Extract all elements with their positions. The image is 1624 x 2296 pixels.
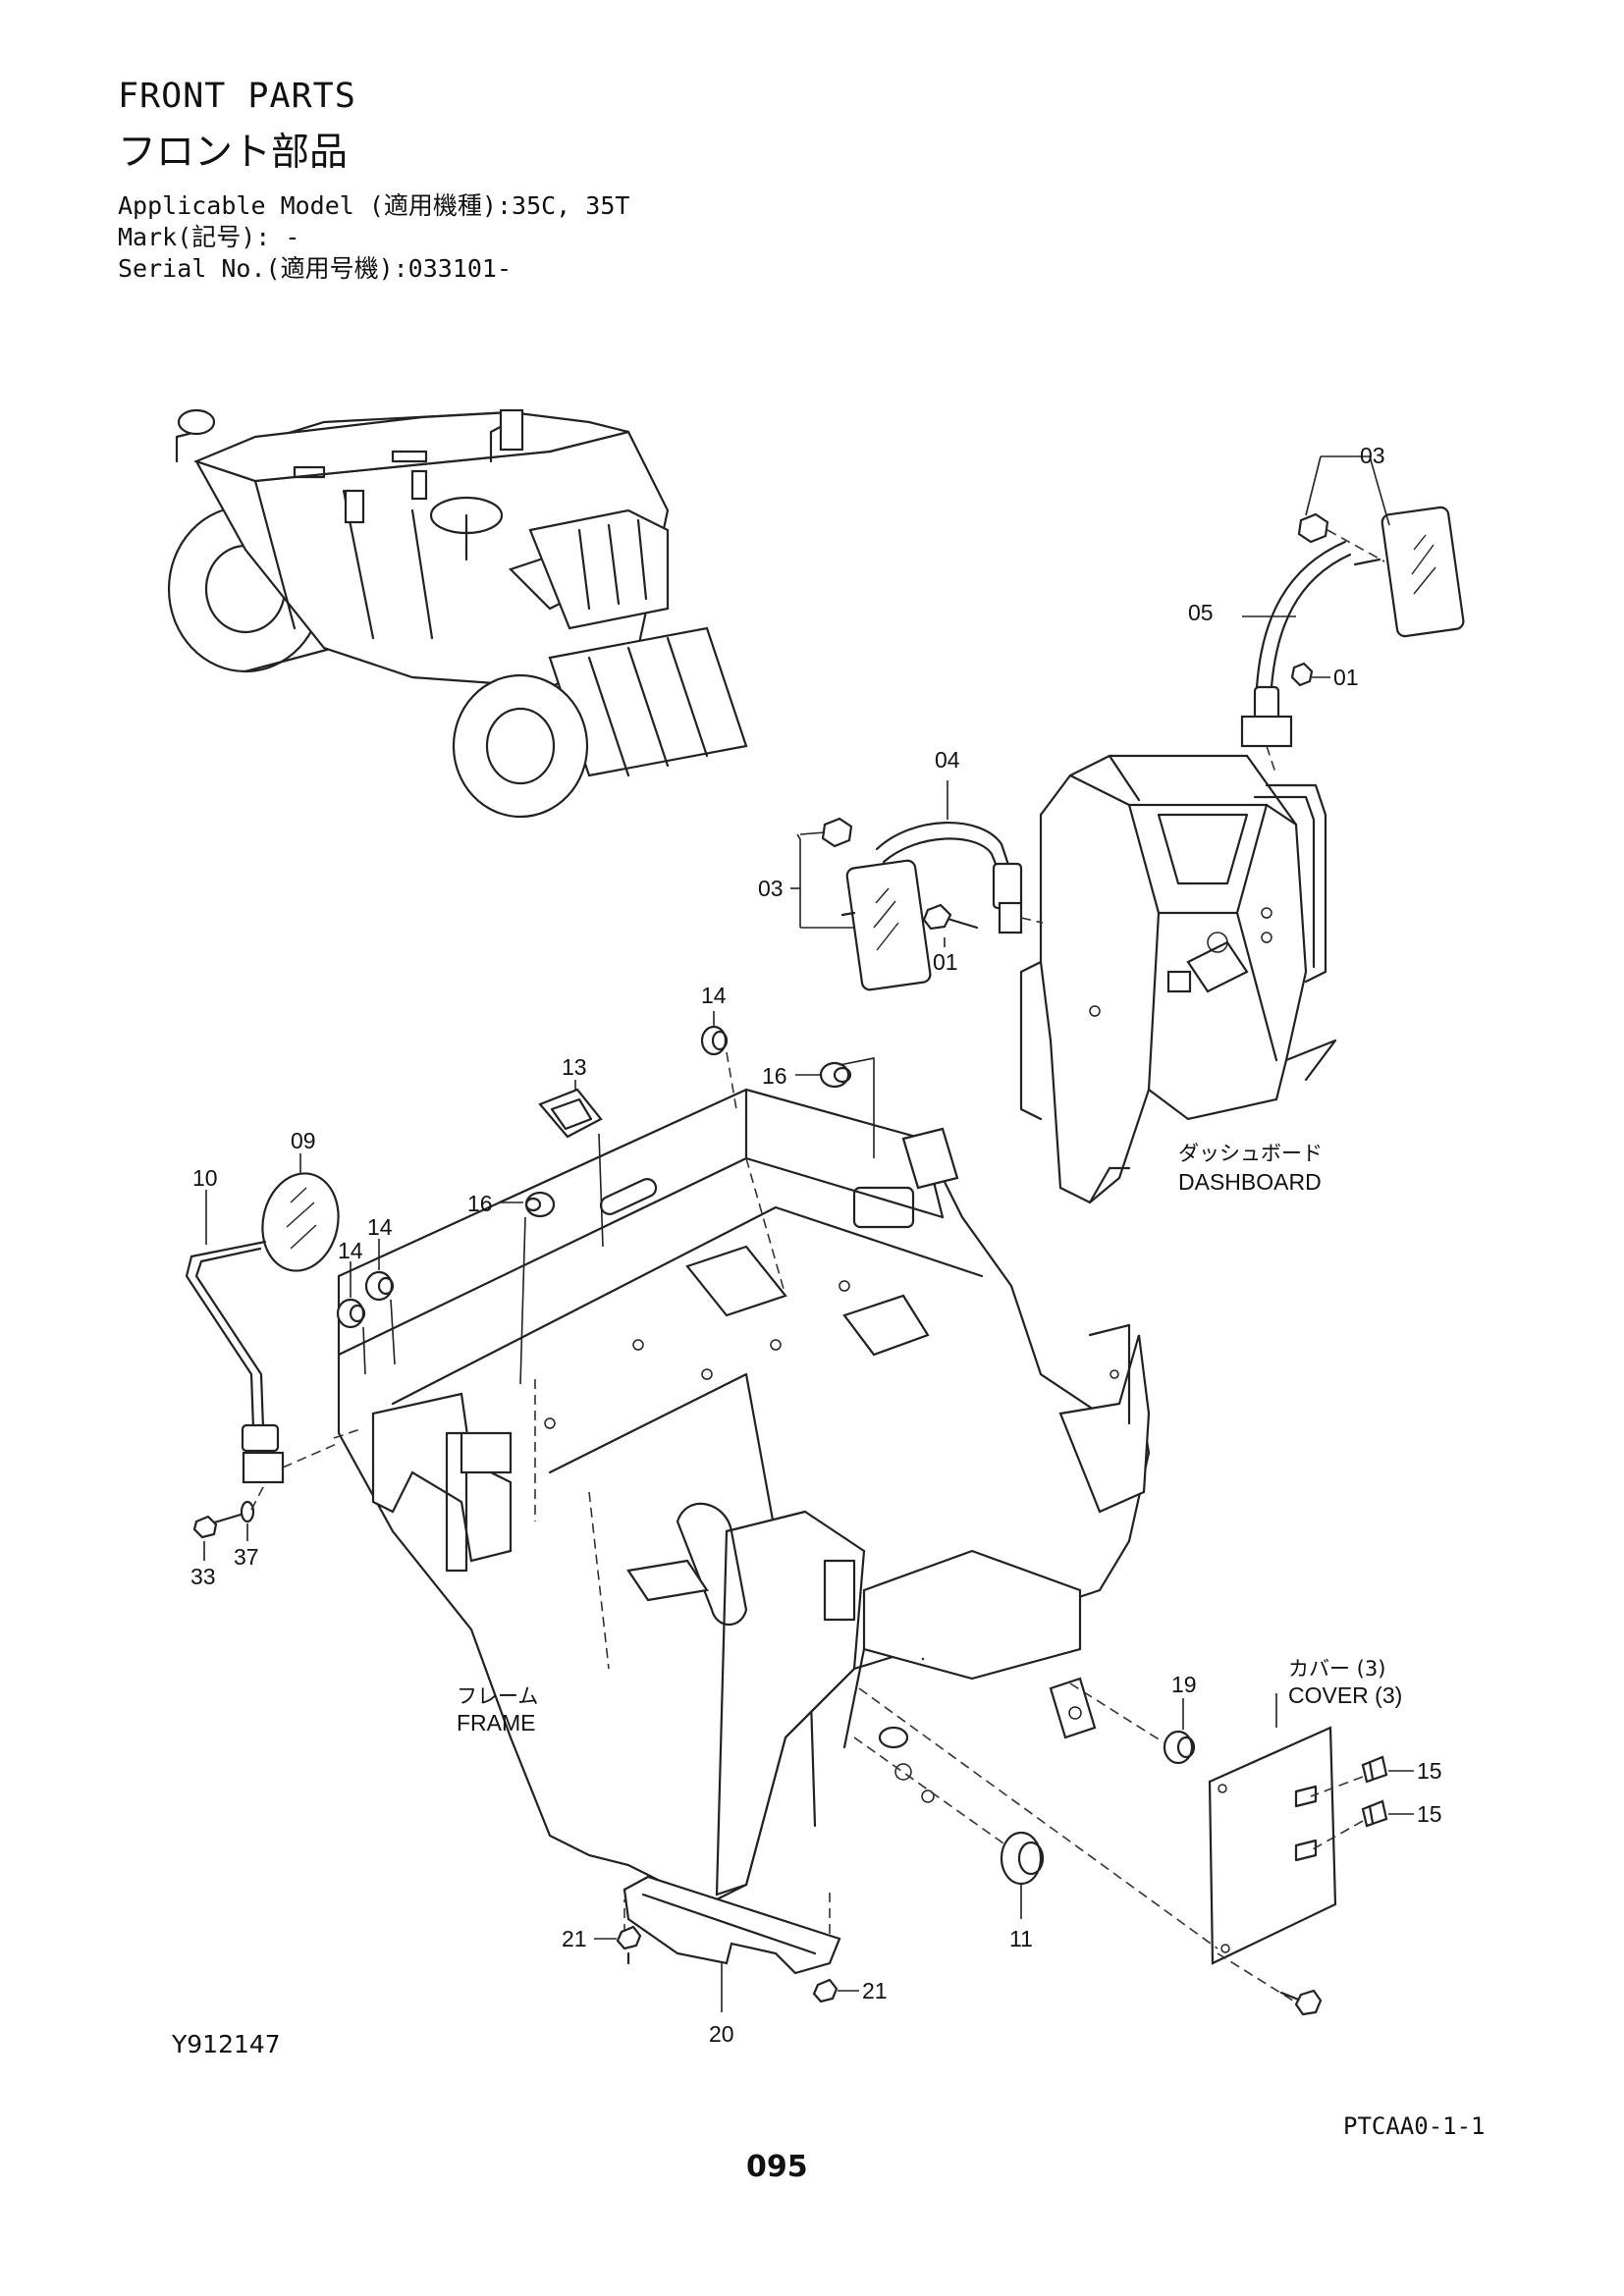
reference-code: PTCAA0-1-1 — [1343, 2112, 1486, 2140]
dashboard-assembly — [1019, 754, 1337, 1204]
mirror-arm-10 — [185, 1190, 340, 1484]
callout-16-left: 16 — [467, 1191, 493, 1216]
plug-16-left — [501, 1191, 556, 1385]
seal-13 — [538, 1080, 604, 1248]
callout-21-right: 21 — [862, 1978, 888, 2003]
bottom-plate-20 — [623, 1875, 841, 2012]
bolts-21 — [594, 1925, 859, 2003]
callout-04: 04 — [935, 747, 960, 773]
grommet-14-top — [700, 1011, 737, 1110]
callout-01-top: 01 — [1333, 665, 1359, 690]
callout-33: 33 — [190, 1564, 216, 1589]
callout-13: 13 — [562, 1054, 587, 1080]
machine-overview-illustration — [167, 408, 748, 819]
grommet-19 — [1069, 1682, 1196, 1765]
callout-15-a: 15 — [1417, 1758, 1442, 1784]
callout-03-top: 03 — [1360, 443, 1385, 468]
callout-20: 20 — [709, 2021, 734, 2047]
grommets-14-left — [336, 1239, 396, 1375]
applicable-model: Applicable Model (適用機種):35C, 35T — [118, 191, 630, 220]
mark-code: Mark(記号): - — [118, 223, 300, 251]
right-mirror-assembly — [1240, 455, 1465, 776]
callout-19: 19 — [1171, 1672, 1197, 1697]
mirror-09-round — [261, 1153, 340, 1272]
callout-14-b: 14 — [367, 1214, 393, 1240]
callout-14-top: 14 — [701, 983, 727, 1008]
callout-21-left: 21 — [562, 1926, 587, 1951]
serial-number: Serial No.(適用号機):033101- — [118, 254, 513, 283]
callout-01-mid: 01 — [933, 949, 958, 975]
page-number: 095 — [746, 2150, 808, 2184]
main-frame — [333, 1088, 1151, 1934]
callout-14-a: 14 — [338, 1238, 363, 1263]
callout-16-top: 16 — [762, 1063, 787, 1089]
page-title-japanese: フロント部品 — [118, 131, 349, 175]
label-dashboard: DASHBOARD — [1178, 1169, 1322, 1195]
label-frame-japanese: フレーム — [457, 1684, 538, 1708]
drawing-code: Y912147 — [172, 2030, 281, 2058]
callout-03-left: 03 — [758, 876, 784, 901]
label-cover: COVER (3) — [1288, 1682, 1402, 1708]
label-cover-japanese: カバー (3) — [1288, 1657, 1385, 1681]
grommet-11 — [853, 1736, 1045, 1919]
callout-37: 37 — [234, 1544, 259, 1570]
callout-11: 11 — [1009, 1926, 1033, 1951]
callout-05: 05 — [1188, 600, 1214, 625]
label-dashboard-japanese: ダッシュボード — [1178, 1142, 1323, 1165]
callout-10: 10 — [192, 1165, 218, 1191]
cover-plate — [858, 1687, 1337, 2016]
left-mirror-assembly — [790, 780, 1044, 991]
bolt-33-washer-37 — [192, 1486, 264, 1561]
page-title: FRONT PARTS — [118, 77, 356, 116]
plug-16-top — [795, 1057, 875, 1158]
label-frame: FRAME — [457, 1710, 536, 1735]
callout-09: 09 — [291, 1128, 316, 1153]
callout-15-b: 15 — [1417, 1801, 1442, 1827]
clips-15 — [1310, 1755, 1414, 1851]
